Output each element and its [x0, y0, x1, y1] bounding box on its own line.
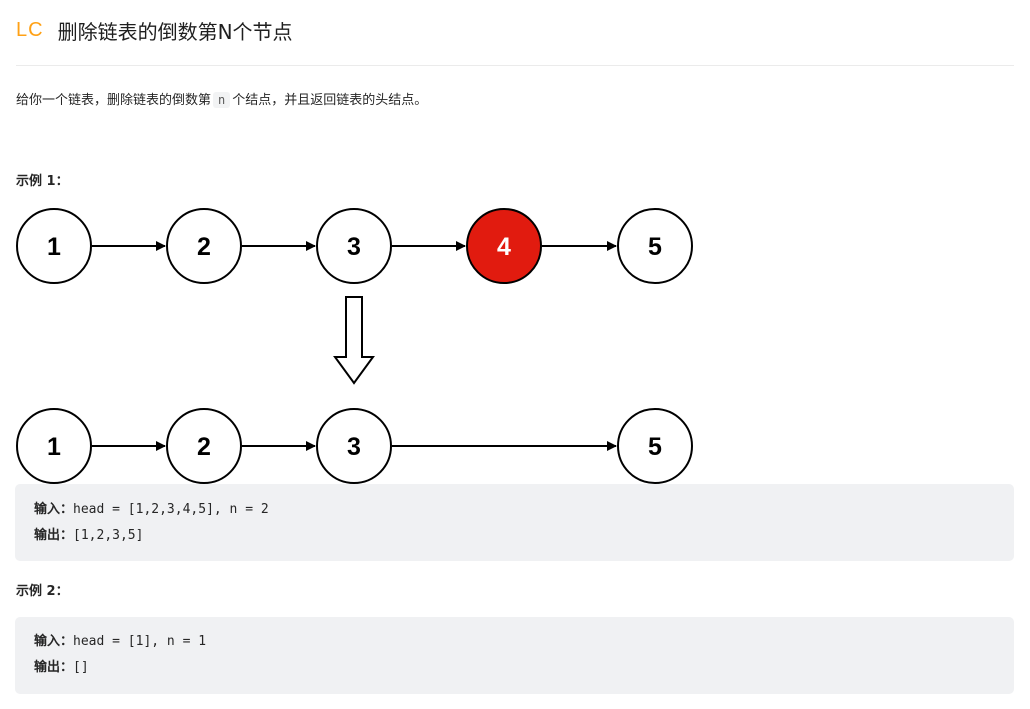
list-node: 1	[16, 408, 92, 484]
page-title: 删除链表的倒数第N个节点	[57, 19, 293, 44]
input-value: head = [1,2,3,4,5], n = 2	[73, 502, 269, 517]
output-value: [1,2,3,5]	[73, 528, 144, 543]
example-output-line: 输出：[]	[34, 655, 1014, 681]
header-divider	[16, 65, 1014, 66]
example-1-title: 示例 1：	[16, 174, 69, 189]
description-text-before: 给你一个链表，删除链表的倒数第	[16, 93, 212, 108]
list-node: 1	[16, 208, 92, 284]
example-2-title: 示例 2：	[16, 584, 69, 599]
node-label: 4	[497, 233, 511, 261]
node-label: 2	[197, 233, 211, 261]
list-node: 2	[166, 208, 242, 284]
node-label: 5	[648, 233, 662, 261]
input-label: 输入：	[34, 634, 74, 649]
example-1-code-block: 输入：head = [1,2,3,4,5], n = 2 输出：[1,2,3,5…	[15, 484, 1014, 561]
page-header: LC 删除链表的倒数第N个节点	[16, 14, 293, 46]
output-label: 输出：	[34, 528, 74, 543]
down-arrow-icon	[333, 296, 375, 385]
description-text-after: 个结点，并且返回链表的头结点。	[232, 93, 428, 108]
removed-list-node: 4	[466, 208, 542, 284]
example-output-line: 输出：[1,2,3,5]	[34, 523, 1014, 549]
node-label: 1	[47, 433, 61, 461]
input-value: head = [1], n = 1	[73, 634, 207, 649]
list-node: 2	[166, 408, 242, 484]
result-list: 1 2 3 5	[16, 408, 693, 484]
description-code-n: n	[213, 92, 231, 108]
list-node: 5	[617, 408, 693, 484]
input-label: 输入：	[34, 502, 74, 517]
example-input-line: 输入：head = [1], n = 1	[34, 629, 1014, 655]
node-label: 3	[347, 433, 361, 461]
node-label: 2	[197, 433, 211, 461]
output-label: 输出：	[34, 660, 74, 675]
example-input-line: 输入：head = [1,2,3,4,5], n = 2	[34, 497, 1014, 523]
linked-list-diagram: 1 2 3 4 5 1 2	[16, 208, 693, 484]
example-2-code-block: 输入：head = [1], n = 1 输出：[]	[15, 617, 1014, 694]
node-label: 3	[347, 233, 361, 261]
leetcode-logo[interactable]: LC	[16, 18, 44, 41]
list-node: 3	[316, 408, 392, 484]
original-list: 1 2 3 4 5	[16, 208, 693, 284]
node-label: 5	[648, 433, 662, 461]
output-value: []	[73, 660, 89, 675]
node-label: 1	[47, 233, 61, 261]
list-node: 3	[316, 208, 392, 284]
list-node: 5	[617, 208, 693, 284]
